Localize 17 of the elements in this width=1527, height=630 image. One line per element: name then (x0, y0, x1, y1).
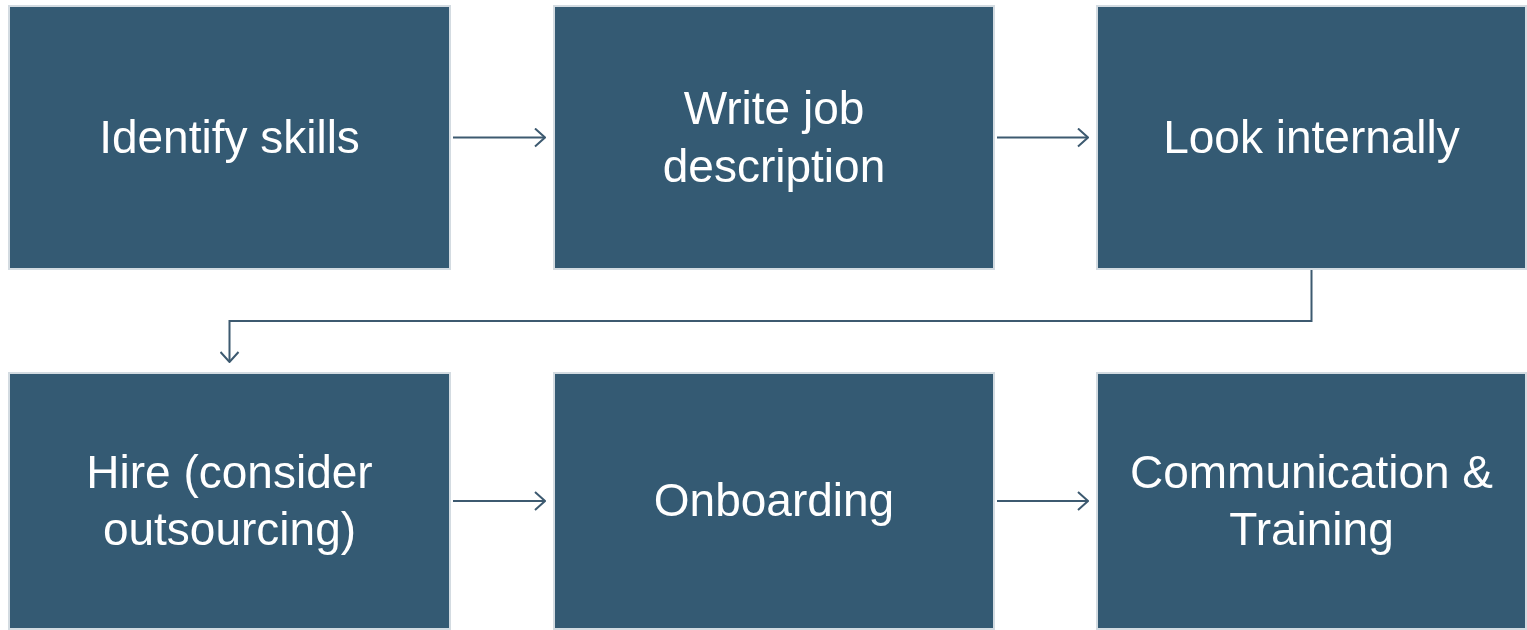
process-box (8, 5, 451, 270)
step-label: Hire (consider outsourcing) (85, 444, 374, 557)
step-label: Write job description (661, 81, 887, 194)
arrow (452, 127, 546, 148)
process-box (1096, 5, 1527, 270)
step-label: Communication & Training (1128, 444, 1494, 557)
arrow (996, 491, 1089, 511)
step-label: Identify skills (99, 109, 360, 165)
step-label: Onboarding (653, 473, 895, 529)
arrow (996, 127, 1089, 148)
arrow (452, 491, 546, 511)
step-label: Look internally (1163, 109, 1460, 165)
process-box (8, 372, 451, 630)
process-box (553, 372, 995, 630)
process-box (1096, 372, 1527, 630)
arrow (219, 269, 1313, 363)
process-box (553, 5, 995, 270)
